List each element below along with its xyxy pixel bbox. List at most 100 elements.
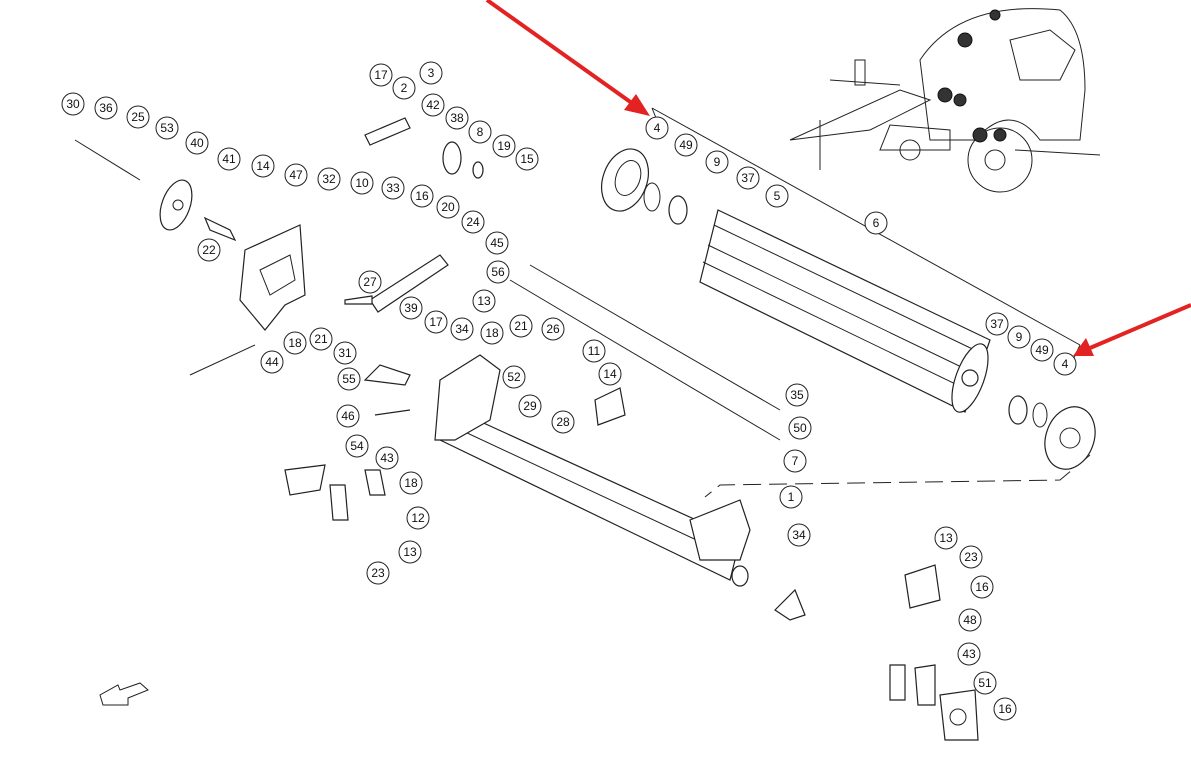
callout-label: 43 — [962, 647, 976, 661]
callout-2: 25 — [126, 105, 150, 129]
callout-label: 55 — [342, 372, 356, 386]
callout-circle — [366, 561, 390, 585]
callout-11: 3 — [419, 61, 443, 85]
callout-circle — [509, 314, 533, 338]
callout-49: 18 — [399, 471, 423, 495]
callout-label: 45 — [490, 236, 504, 250]
callout-circle — [788, 416, 812, 440]
callout-label: 51 — [978, 676, 992, 690]
callout-46: 12 — [406, 506, 430, 530]
callout-circle — [337, 367, 361, 391]
callout-circle — [126, 105, 150, 129]
callout-48: 23 — [366, 561, 390, 585]
callout-circle — [785, 383, 809, 407]
callout-label: 17 — [429, 315, 443, 329]
callout-15: 19 — [492, 134, 516, 158]
callout-25: 13 — [472, 289, 496, 313]
callout-label: 21 — [514, 319, 528, 333]
callout-34: 26 — [541, 317, 565, 341]
callout-9: 17 — [369, 63, 393, 87]
callout-6: 22 — [197, 238, 221, 262]
callout-label: 34 — [455, 322, 469, 336]
callout-circle — [94, 96, 118, 120]
callout-label: 9 — [1016, 330, 1023, 344]
callout-label: 15 — [520, 152, 534, 166]
callout-71: 16 — [993, 697, 1017, 721]
callout-13: 38 — [445, 106, 469, 130]
callout-circle — [970, 575, 994, 599]
callout-circle — [472, 289, 496, 313]
callout-label: 47 — [289, 168, 303, 182]
callout-circle — [309, 327, 333, 351]
callout-label: 48 — [963, 613, 977, 627]
callout-70: 51 — [973, 671, 997, 695]
callout-circle — [369, 63, 393, 87]
callout-circle — [350, 171, 374, 195]
callout-label: 53 — [160, 121, 174, 135]
callout-label: 18 — [485, 326, 499, 340]
callout-circle — [1030, 338, 1054, 362]
callout-17: 32 — [317, 167, 341, 191]
callout-33: 21 — [509, 314, 533, 338]
callout-circle — [345, 434, 369, 458]
callout-20: 16 — [410, 184, 434, 208]
callout-circle — [765, 184, 789, 208]
callout-label: 46 — [341, 409, 355, 423]
callout-circle — [736, 166, 760, 190]
callout-label: 32 — [322, 172, 336, 186]
callout-label: 9 — [714, 155, 721, 169]
callout-29: 34 — [450, 317, 474, 341]
callout-label: 56 — [491, 265, 505, 279]
callout-circle — [445, 106, 469, 130]
callout-19: 33 — [381, 176, 405, 200]
callout-label: 21 — [314, 332, 328, 346]
callout-64: 34 — [787, 523, 811, 547]
callout-circle — [424, 310, 448, 334]
callout-label: 18 — [404, 476, 418, 490]
callout-label: 50 — [793, 421, 807, 435]
callout-label: 39 — [404, 301, 418, 315]
callout-label: 52 — [507, 370, 521, 384]
callout-circle — [1053, 352, 1077, 376]
callout-label: 20 — [441, 200, 455, 214]
callout-circle — [705, 150, 729, 174]
callout-65: 13 — [934, 526, 958, 550]
callout-label: 30 — [66, 97, 80, 111]
callout-label: 16 — [415, 189, 429, 203]
callout-label: 31 — [338, 346, 352, 360]
callout-label: 29 — [523, 399, 537, 413]
frame-tube — [434, 354, 751, 587]
callout-61: 49 — [1030, 338, 1054, 362]
callout-label: 3 — [428, 66, 435, 80]
callout-circle — [399, 471, 423, 495]
callout-16: 15 — [515, 147, 539, 171]
callout-40: 31 — [333, 341, 357, 365]
callout-44: 54 — [345, 434, 369, 458]
callout-36: 52 — [502, 365, 526, 389]
callout-label: 49 — [679, 138, 693, 152]
callout-circle — [551, 410, 575, 434]
callout-label: 49 — [1035, 343, 1049, 357]
callout-circle — [598, 362, 622, 386]
highlight-arrow-right — [1073, 303, 1191, 356]
direction-arrow-icon — [99, 682, 149, 706]
callout-0: 30 — [61, 92, 85, 116]
callout-label: 24 — [466, 215, 480, 229]
callout-label: 16 — [998, 702, 1012, 716]
callout-circle — [959, 545, 983, 569]
callout-circle — [485, 231, 509, 255]
callout-1: 36 — [94, 96, 118, 120]
callout-31: 21 — [309, 327, 333, 351]
callout-circle — [358, 270, 382, 294]
callout-circle — [492, 134, 516, 158]
callout-circle — [480, 321, 504, 345]
callout-circle — [985, 312, 1009, 336]
callout-label: 1 — [788, 490, 795, 504]
callout-circle — [645, 116, 669, 140]
callout-label: 41 — [222, 152, 236, 166]
callout-label: 16 — [975, 580, 989, 594]
callout-55: 6 — [864, 211, 888, 235]
callout-60: 9 — [1007, 325, 1031, 349]
callout-circle — [197, 238, 221, 262]
